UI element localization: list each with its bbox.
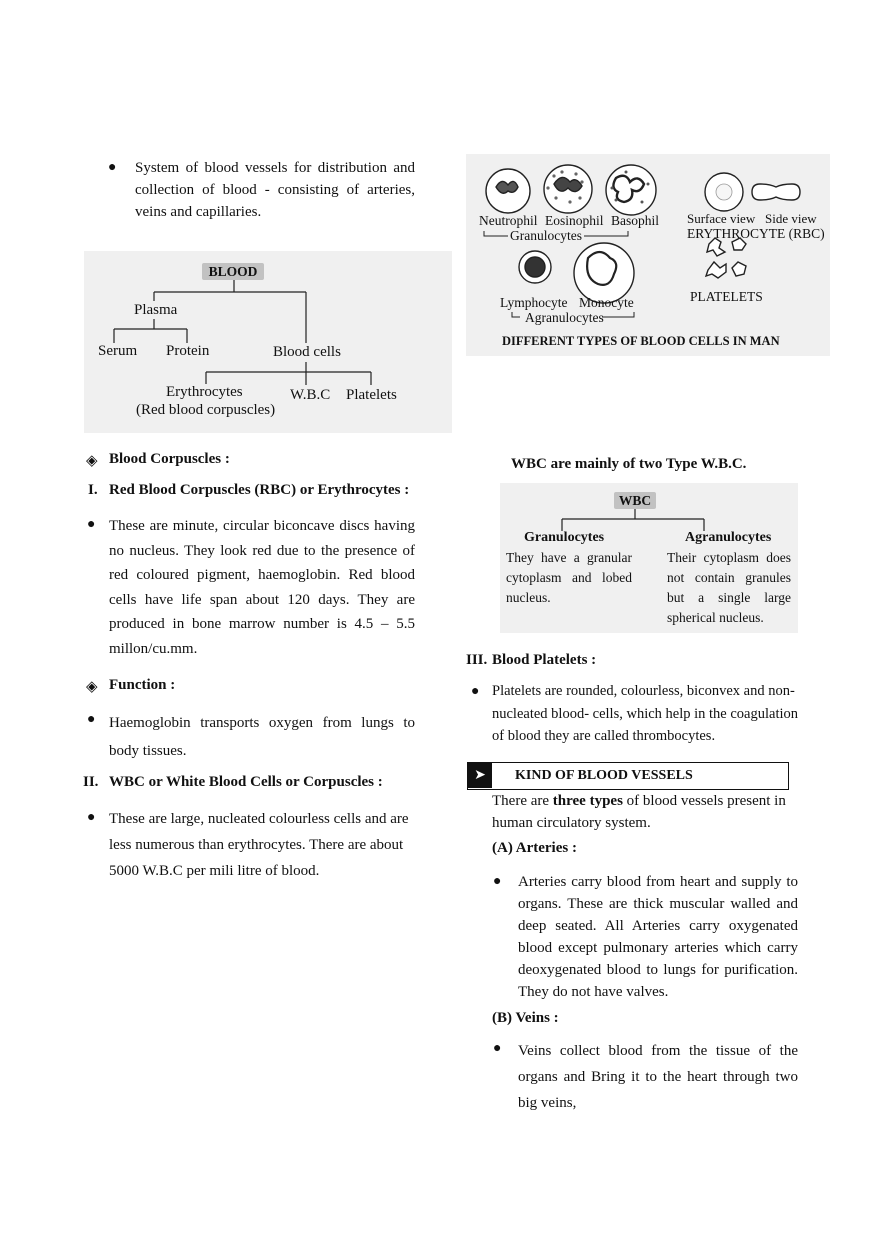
platelets-figure-label: PLATELETS (690, 289, 763, 304)
vessels-intro-pre: There are (492, 793, 553, 809)
rbc-bullet-text: These are minute, circular biconcave dis… (109, 518, 415, 657)
platelets-label: Platelets (346, 387, 397, 403)
platelets-number: III. (466, 652, 488, 668)
bullet-marker: ● (493, 874, 502, 889)
wbc-root-label: WBC (614, 492, 656, 509)
arrow-icon: ➤ (468, 763, 492, 788)
veins-heading: (B) Veins : (492, 1010, 559, 1026)
basophil-label: Basophil (611, 213, 660, 228)
figure-caption: DIFFERENT TYPES OF BLOOD CELLS IN MAN (502, 334, 780, 348)
blood-tree-connectors (113, 280, 372, 385)
blood-cells-label: Blood cells (273, 344, 341, 360)
platelets-heading: Blood Platelets : (492, 652, 597, 668)
wbc-classification-diagram: WBC Granulocytes They have a granular cy… (500, 483, 798, 633)
blood-cells-figure: Neutrophil Eosinophil Basophil Granulocy… (466, 154, 830, 356)
blood-cells-illustration (483, 164, 801, 318)
agranulocytes-heading: Agranulocytes (685, 530, 772, 545)
neutrophil-label: Neutrophil (479, 213, 538, 228)
serum-label: Serum (98, 343, 138, 359)
agranulocytes-label: Agranulocytes (525, 310, 604, 325)
bullet-marker: ● (471, 684, 480, 699)
granulocytes-heading: Granulocytes (524, 530, 605, 545)
rbc-heading: Red Blood Corpuscles (RBC) or Erythrocyt… (109, 482, 410, 498)
agranulocytes-description: Their cytoplasm does not contain granule… (667, 550, 791, 625)
diamond-bullet-icon: ◈ (86, 679, 98, 695)
intro-bullet-text: System of blood vessels for distribution… (135, 160, 415, 220)
surface-view-label: Surface view (687, 211, 756, 226)
erythrocytes-label: Erythrocytes (166, 384, 243, 400)
erythrocyte-label: ERYTHROCYTE (RBC) (687, 226, 825, 241)
wbc-number: II. (83, 774, 99, 790)
wbc-tree-connectors (561, 509, 705, 531)
arteries-bullet-text: Arteries carry blood from heart and supp… (518, 874, 798, 1000)
granulocytes-label: Granulocytes (510, 228, 582, 243)
veins-bullet-text: Veins collect blood from the tissue of t… (518, 1043, 798, 1111)
blood-corpuscles-heading: Blood Corpuscles : (109, 451, 230, 467)
bullet-marker: ● (493, 1041, 502, 1056)
vessels-intro-post: of blood vessels present in human circul… (492, 793, 786, 831)
function-heading: Function : (109, 677, 176, 693)
vessels-heading: KIND OF BLOOD VESSELS (515, 768, 693, 783)
bullet-marker: ● (87, 712, 96, 727)
granulocytes-description: They have a granular cytoplasm and lobed… (506, 550, 632, 605)
diamond-bullet-icon: ◈ (86, 453, 98, 469)
wbc-heading: WBC or White Blood Cells or Corpuscles : (109, 774, 383, 790)
platelets-bullet-text: Platelets are rounded, colourless, bicon… (492, 683, 799, 744)
wbc-bullet-text: These are large, nucleated colourless ce… (109, 811, 409, 879)
vessels-banner: ➤ KIND OF BLOOD VESSELS (467, 762, 789, 790)
bullet-marker: ● (87, 517, 96, 532)
vessels-intro-bold: three types (552, 793, 623, 809)
bullet-marker: ● (108, 160, 117, 175)
function-bullet-text: Haemoglobin transports oxygen from lungs… (109, 715, 415, 759)
blood-root-label: BLOOD (202, 263, 264, 280)
monocyte-label: Monocyte (579, 295, 634, 310)
arteries-heading: (A) Arteries : (492, 840, 577, 856)
erythrocytes-note: (Red blood corpuscles) (136, 402, 276, 418)
wbc-types-heading: WBC are mainly of two Type W.B.C. (511, 456, 747, 472)
vessels-intro: There are three types of blood vessels p… (492, 790, 802, 834)
bullet-marker: ● (87, 810, 96, 825)
rbc-number: I. (88, 482, 98, 498)
protein-label: Protein (166, 343, 210, 359)
plasma-label: Plasma (134, 302, 178, 318)
side-view-label: Side view (765, 211, 817, 226)
lymphocyte-label: Lymphocyte (500, 295, 568, 310)
wbc-label: W.B.C (290, 387, 331, 403)
eosinophil-label: Eosinophil (545, 213, 604, 228)
blood-classification-diagram: BLOOD Plasma Serum Protein Blood cells E… (84, 251, 452, 433)
